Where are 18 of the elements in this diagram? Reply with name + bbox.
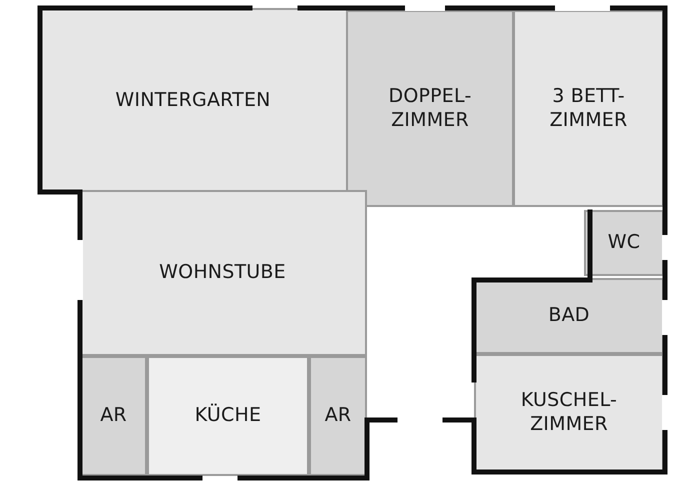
room-area [584,210,664,276]
room-name: WINTERGARTEN [114,89,272,113]
room-name: 3 BETT- ZIMMER [548,84,628,132]
room-area [513,10,664,207]
room-area [474,354,664,472]
room-name: WOHNSTUBE [158,261,287,285]
room-name: AR [99,404,128,428]
room-area [309,356,367,476]
room-name: KUSCHEL- ZIMMER [520,389,618,437]
room-name: BAD [547,304,591,328]
room-area [80,356,147,476]
room-name: KÜCHE [194,404,262,428]
room-name: WC [606,231,642,255]
room-area [346,10,514,207]
room-name: AR [324,404,352,428]
room-area [147,356,309,476]
room-area [474,278,664,354]
room-name: DOPPEL- ZIMMER [387,84,472,132]
